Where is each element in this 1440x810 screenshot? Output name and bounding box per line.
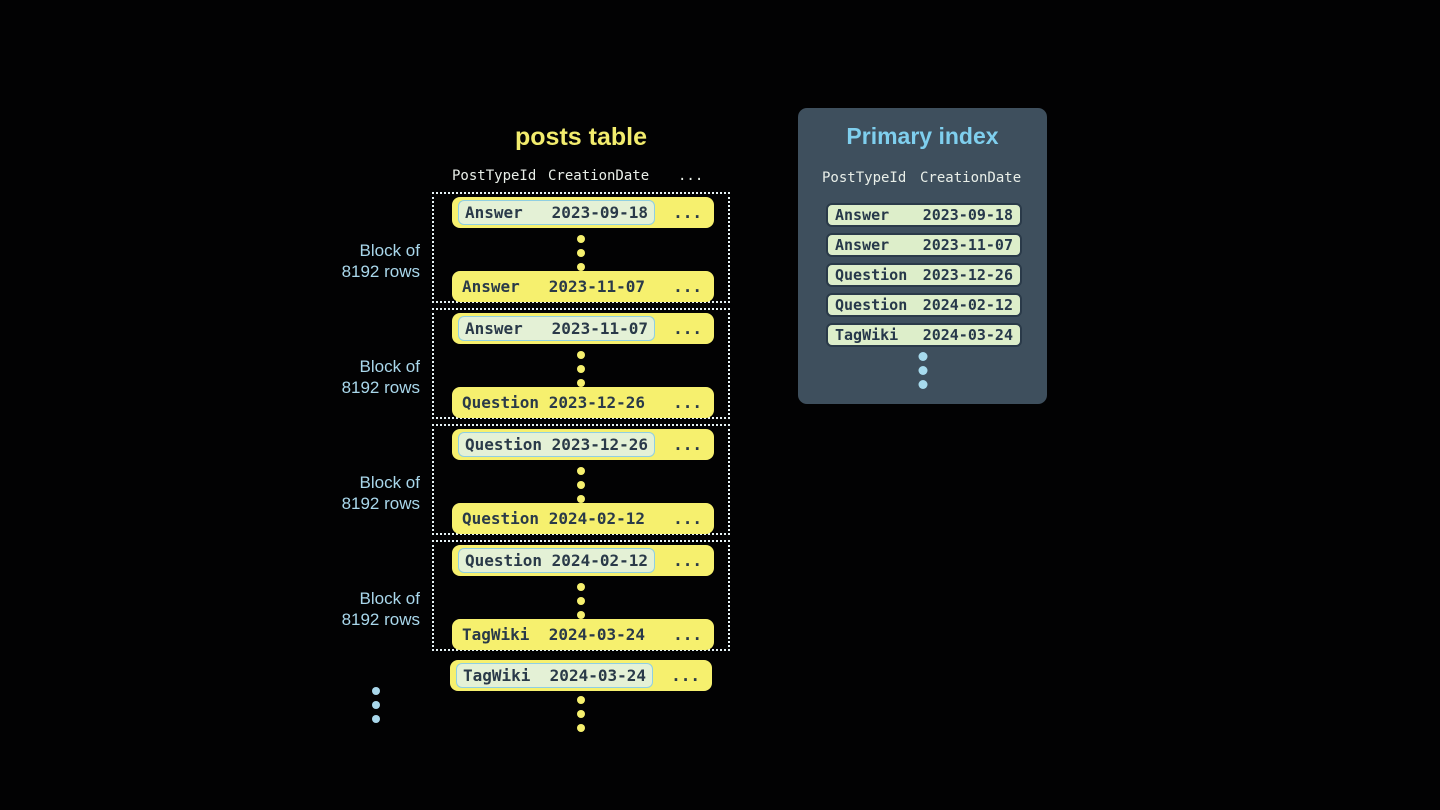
block-label-line1: Block of (359, 357, 420, 376)
row-ellipsis: ... (673, 393, 702, 412)
block-3-first-row: Question 2023-12-26 ... (452, 429, 714, 460)
vertical-ellipsis-icon (372, 687, 380, 723)
block-1-first-row: Answer 2023-09-18 ... (452, 197, 714, 228)
creation-date-value: 2024-02-12 (551, 550, 648, 570)
row-ellipsis: ... (673, 203, 702, 222)
block-label-line2: 8192 rows (341, 378, 420, 397)
index-entry: Question 2023-12-26 (826, 263, 1022, 287)
index-key-highlight-cell: TagWiki 2024-03-24 (456, 663, 653, 688)
post-type-value: Question (462, 509, 540, 528)
block-4-first-row: Question 2024-02-12 ... (452, 545, 714, 576)
index-key-highlight-cell: Answer 2023-09-18 (458, 200, 655, 225)
block-2-last-row: Question 2023-12-26 ... (452, 387, 714, 418)
row-ellipsis: ... (673, 625, 702, 644)
post-type-value: Answer (835, 236, 890, 254)
block-label-line1: Block of (359, 473, 420, 492)
creation-date-value: 2024-02-12 (548, 509, 646, 528)
posts-block-4: Question 2024-02-12 ... TagWiki 2024-03-24… (432, 540, 730, 651)
post-type-value: Question (835, 266, 908, 284)
creation-date-value: 2024-03-24 (922, 326, 1013, 344)
column-header-creationdate: CreationDate (920, 170, 1022, 186)
row-ellipsis: ... (673, 277, 702, 296)
posts-block-1: Answer 2023-09-18 ... Answer 2023-11-07 ..… (432, 192, 730, 303)
posts-block-2: Answer 2023-11-07 ... Question 2023-12-26 … (432, 308, 730, 419)
creation-date-value: 2023-12-26 (548, 393, 646, 412)
block-label-line1: Block of (359, 589, 420, 608)
index-key-highlight-cell: Question 2024-02-12 (458, 548, 655, 573)
block-3-label: Block of 8192 rows (300, 472, 420, 514)
primary-index-column-headers: PostTypeId CreationDate (798, 169, 1047, 187)
row-ellipsis: ... (673, 551, 702, 570)
index-entry: Answer 2023-11-07 (826, 233, 1022, 257)
creation-date-value: 2023-11-07 (548, 277, 646, 296)
block-1-label: Block of 8192 rows (300, 240, 420, 282)
vertical-ellipsis-icon (577, 235, 585, 271)
index-entry: TagWiki 2024-03-24 (826, 323, 1022, 347)
posts-table-title: posts table (515, 123, 647, 151)
creation-date-value: 2023-09-18 (922, 206, 1013, 224)
vertical-ellipsis-icon (577, 351, 585, 387)
column-header-creationdate: CreationDate (548, 168, 650, 184)
posts-table-column-headers: PostTypeId CreationDate ... (450, 167, 712, 185)
column-header-posttypeid: PostTypeId (822, 170, 907, 186)
column-header-posttypeid: PostTypeId (452, 168, 537, 184)
index-entry: Question 2024-02-12 (826, 293, 1022, 317)
block-3-last-row: Question 2024-02-12 ... (452, 503, 714, 534)
post-type-value: Question (464, 434, 543, 454)
row-ellipsis: ... (673, 509, 702, 528)
row-ellipsis: ... (673, 319, 702, 338)
index-key-highlight-cell: Answer 2023-11-07 (458, 316, 655, 341)
block-1-last-row: Answer 2023-11-07 ... (452, 271, 714, 302)
creation-date-value: 2023-11-07 (551, 318, 648, 338)
row-ellipsis: ... (671, 666, 700, 685)
block-4-label: Block of 8192 rows (300, 588, 420, 630)
post-type-value: TagWiki (462, 625, 530, 644)
creation-date-value: 2023-09-18 (551, 202, 648, 222)
post-type-value: Answer (464, 318, 523, 338)
post-type-value: TagWiki (462, 665, 531, 685)
primary-index-panel: Primary index PostTypeId CreationDate An… (798, 108, 1047, 404)
row-ellipsis: ... (673, 435, 702, 454)
index-entry: Answer 2023-09-18 (826, 203, 1022, 227)
block-label-line1: Block of (359, 241, 420, 260)
post-type-value: Answer (464, 202, 523, 222)
creation-date-value: 2023-12-26 (922, 266, 1013, 284)
block-4-last-row: TagWiki 2024-03-24 ... (452, 619, 714, 650)
creation-date-value: 2023-11-07 (922, 236, 1013, 254)
column-header-more: ... (678, 168, 704, 184)
vertical-ellipsis-icon (577, 696, 585, 732)
post-type-value: Answer (835, 206, 890, 224)
vertical-ellipsis-icon (918, 352, 927, 389)
block-2-first-row: Answer 2023-11-07 ... (452, 313, 714, 344)
vertical-ellipsis-icon (577, 583, 585, 619)
creation-date-value: 2024-02-12 (922, 296, 1013, 314)
creation-date-value: 2023-12-26 (551, 434, 648, 454)
index-key-highlight-cell: Question 2023-12-26 (458, 432, 655, 457)
block-label-line2: 8192 rows (341, 262, 420, 281)
creation-date-value: 2024-03-24 (549, 665, 646, 685)
post-type-value: Question (462, 393, 540, 412)
posts-tail-row: TagWiki 2024-03-24 ... (450, 660, 712, 691)
block-label-line2: 8192 rows (341, 610, 420, 629)
block-2-label: Block of 8192 rows (300, 356, 420, 398)
creation-date-value: 2024-03-24 (548, 625, 646, 644)
primary-index-title: Primary index (846, 123, 999, 149)
post-type-value: TagWiki (835, 326, 899, 344)
post-type-value: Question (464, 550, 543, 570)
post-type-value: Question (835, 296, 908, 314)
post-type-value: Answer (462, 277, 520, 296)
block-label-line2: 8192 rows (341, 494, 420, 513)
vertical-ellipsis-icon (577, 467, 585, 503)
posts-block-3: Question 2023-12-26 ... Question 2024-02-1… (432, 424, 730, 535)
